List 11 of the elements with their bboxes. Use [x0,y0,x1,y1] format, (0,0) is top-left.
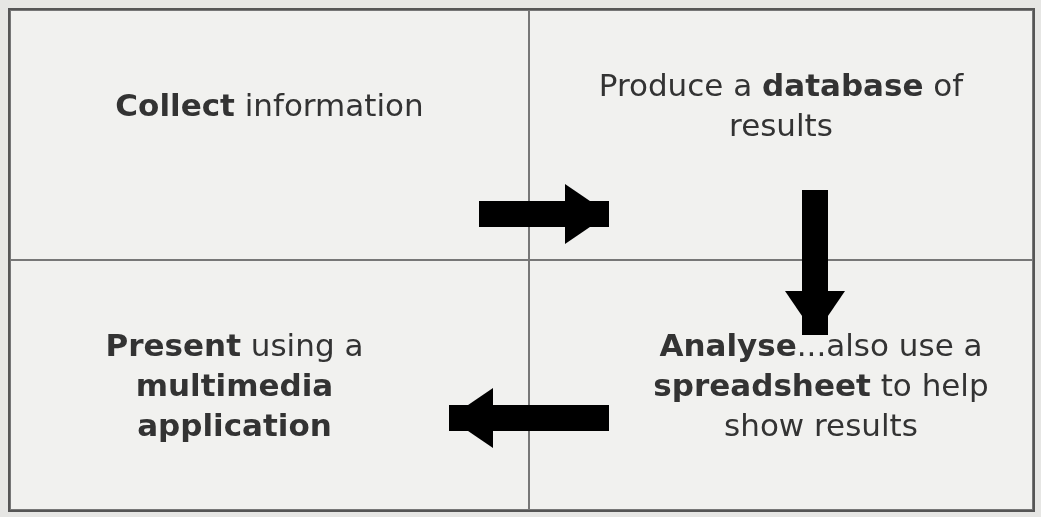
table-cell [10,260,529,510]
step-text: Collect information [115,86,424,125]
step-text: Present using a multimedia application [104,326,365,445]
block-arrow [785,190,845,335]
step-text: Produce a database of results [597,66,965,145]
table-cell [529,10,1033,260]
step-text: Analyse...also use a spreadsheet to help show results [652,326,990,445]
table-cell [529,260,1033,510]
block-arrow [479,184,609,244]
table-cell [10,10,529,260]
block-arrow [449,388,609,448]
